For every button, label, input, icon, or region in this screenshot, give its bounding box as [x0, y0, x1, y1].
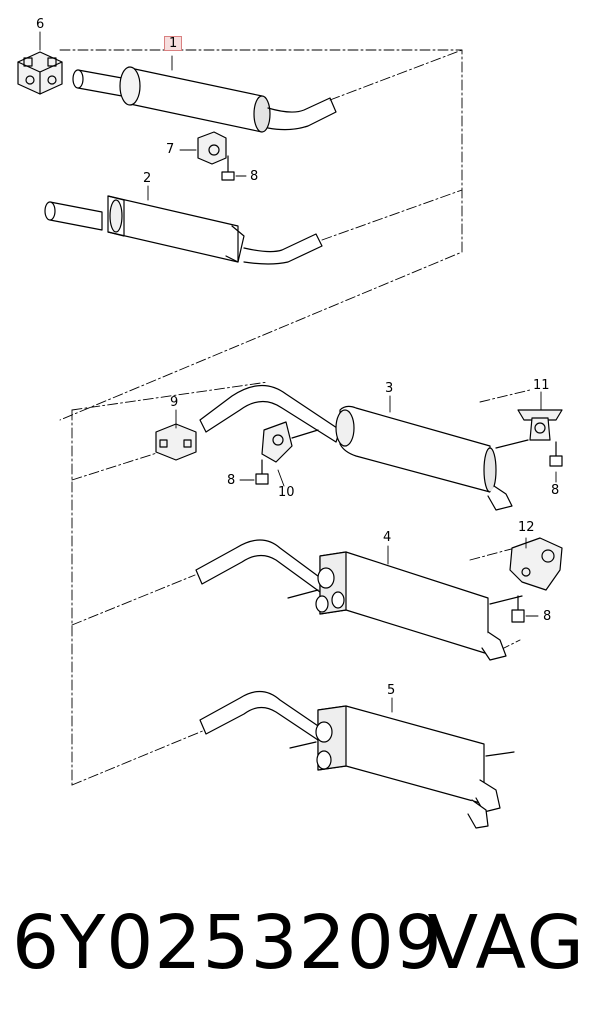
callout-8-right: 8 [551, 483, 560, 498]
part-number: 6Y0253209 [12, 900, 443, 986]
callout-leaders [39, 31, 557, 713]
rear-silencer-part-3 [199, 384, 529, 511]
bracket-part-12 [509, 537, 563, 623]
callout-4: 4 [383, 530, 392, 545]
callout-12: 12 [518, 520, 535, 535]
center-silencer-part-2 [44, 195, 323, 265]
callout-8-top: 8 [250, 169, 259, 184]
brand-name: VAG [427, 900, 586, 986]
callout-2: 2 [143, 171, 152, 186]
callout-3: 3 [385, 381, 394, 396]
callout-8-left: 8 [227, 473, 236, 488]
callout-5: 5 [387, 683, 396, 698]
reference-frame-upper [59, 49, 463, 421]
callout-8-lower: 8 [543, 609, 552, 624]
callout-7: 7 [166, 142, 175, 157]
bracket-part-10 [255, 421, 319, 485]
rear-silencer-part-5 [199, 690, 515, 829]
diagram-drawing [17, 31, 563, 829]
reference-frame-lower [71, 381, 531, 786]
clamp-part-6 [17, 51, 63, 95]
callout-6: 6 [36, 17, 45, 32]
bracket-part-11 [517, 409, 563, 467]
hanger-part-7 [197, 131, 235, 181]
callout-1: 1 [164, 36, 183, 51]
footer: 6Y0253209 VAG [0, 888, 600, 998]
callout-11: 11 [533, 378, 550, 393]
clamp-part-9 [155, 423, 197, 461]
front-silencer-part-1 [72, 66, 337, 133]
rear-silencer-part-4 [195, 539, 523, 661]
callout-10: 10 [278, 485, 295, 500]
exhaust-diagram: 1 6 7 8 2 9 3 11 8 8 10 4 12 8 5 [17, 17, 563, 829]
callout-9: 9 [170, 395, 179, 410]
